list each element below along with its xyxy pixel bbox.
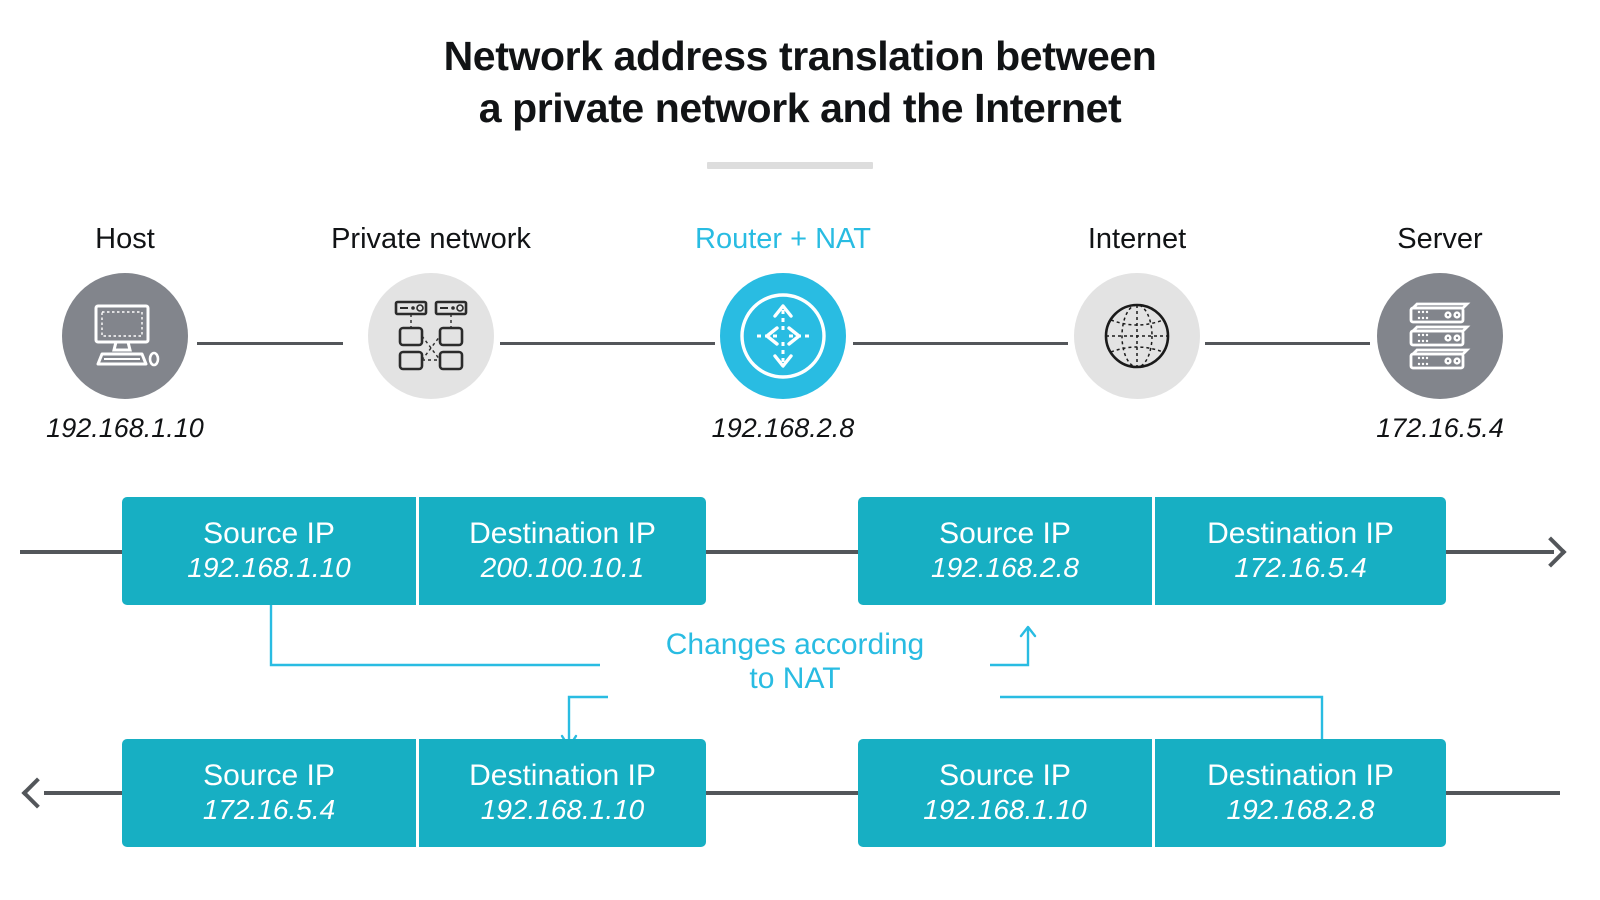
inbound-flow-line-left — [44, 791, 122, 795]
packet-inbound-before-source-cell[interactable]: Source IP 192.168.1.10 — [858, 739, 1152, 847]
node-router-nat-ip: 192.168.2.8 — [711, 413, 855, 443]
packet-outbound-before-source-title: Source IP — [203, 517, 335, 551]
globe-icon — [1104, 303, 1170, 369]
packet-outbound-before-destination-cell[interactable]: Destination IP 200.100.10.1 — [419, 497, 706, 605]
packet-inbound-after-destination-cell[interactable]: Destination IP 192.168.1.10 — [419, 739, 706, 847]
nat-connector-upper-right — [990, 629, 1030, 667]
packet-inbound-after[interactable]: Source IP 172.16.5.4 Destination IP 192.… — [122, 739, 706, 847]
inbound-flow-line-right — [1446, 791, 1560, 795]
node-server-label: Server — [1397, 223, 1483, 255]
desktop-computer-icon — [94, 304, 160, 367]
node-internet-label: Internet — [1087, 223, 1187, 255]
nat-connector-lower-right — [1000, 695, 1324, 750]
page-title-line-2: a private network and the Internet — [478, 85, 1122, 132]
packet-inbound-after-destination-value: 192.168.1.10 — [480, 793, 645, 825]
outbound-flow-arrowhead — [1538, 539, 1564, 565]
packet-outbound-before-source-cell[interactable]: Source IP 192.168.1.10 — [122, 497, 416, 605]
node-router-nat-label: Router + NAT — [695, 223, 871, 255]
outbound-flow-line-left — [20, 550, 122, 554]
packet-inbound-after-source-value: 172.16.5.4 — [202, 793, 336, 825]
packet-outbound-before-destination-title: Destination IP — [469, 517, 656, 551]
outbound-flow-line-middle — [706, 550, 858, 554]
node-private-network-label: Private network — [331, 223, 531, 255]
nat-connector-upper-arrowhead — [1019, 625, 1037, 638]
packet-outbound-before-destination-value: 200.100.10.1 — [480, 551, 645, 583]
packet-outbound-after-source-value: 192.168.2.8 — [931, 551, 1079, 583]
packet-outbound-after[interactable]: Source IP 192.168.2.8 Destination IP 172… — [858, 497, 1446, 605]
outbound-flow-line-right — [1446, 550, 1554, 554]
packet-inbound-before[interactable]: Source IP 192.168.1.10 Destination IP 19… — [858, 739, 1446, 847]
link-private-network-to-router — [500, 342, 715, 345]
nat-connector-lower-left — [567, 695, 608, 743]
router-arrows-icon — [740, 293, 826, 379]
packet-outbound-after-source-cell[interactable]: Source IP 192.168.2.8 — [858, 497, 1152, 605]
packet-outbound-after-destination-cell[interactable]: Destination IP 172.16.5.4 — [1155, 497, 1446, 605]
nat-change-note-line-2: to NAT — [749, 661, 841, 695]
packet-inbound-before-destination-cell[interactable]: Destination IP 192.168.2.8 — [1155, 739, 1446, 847]
page-title-line-1: Network address translation between — [443, 33, 1157, 79]
nat-connector-upper-left — [269, 605, 600, 667]
packet-outbound-after-destination-title: Destination IP — [1207, 517, 1394, 551]
packet-inbound-before-source-title: Source IP — [939, 759, 1071, 793]
packet-inbound-before-source-value: 192.168.1.10 — [923, 793, 1087, 825]
title-divider — [707, 162, 873, 169]
node-internet-circle[interactable] — [1074, 273, 1200, 399]
packet-inbound-before-destination-value: 192.168.2.8 — [1226, 793, 1375, 825]
packet-outbound-after-destination-value: 172.16.5.4 — [1234, 551, 1367, 583]
packet-outbound-before[interactable]: Source IP 192.168.1.10 Destination IP 20… — [122, 497, 706, 605]
link-internet-to-server — [1205, 342, 1370, 345]
packet-inbound-after-destination-title: Destination IP — [469, 759, 656, 793]
node-host-label: Host — [95, 223, 155, 255]
packet-inbound-after-source-title: Source IP — [203, 759, 335, 793]
nat-change-note: Changes according to NAT — [600, 628, 990, 696]
node-host-circle[interactable] — [62, 273, 188, 399]
packet-inbound-after-source-cell[interactable]: Source IP 172.16.5.4 — [122, 739, 416, 847]
node-private-network-circle[interactable] — [368, 273, 494, 399]
network-topology-icon — [394, 300, 468, 371]
packet-outbound-before-source-value: 192.168.1.10 — [187, 551, 351, 583]
packet-inbound-before-destination-title: Destination IP — [1207, 759, 1394, 793]
node-host-ip: 192.168.1.10 — [46, 413, 204, 443]
server-rack-icon — [1409, 302, 1471, 370]
packet-outbound-after-source-title: Source IP — [939, 517, 1071, 551]
node-router-nat-circle[interactable] — [720, 273, 846, 399]
inbound-flow-line-middle — [706, 791, 858, 795]
page-title: Network address translation between a pr… — [0, 30, 1600, 135]
node-server-circle[interactable] — [1377, 273, 1503, 399]
nat-change-connectors — [269, 605, 1324, 750]
link-host-to-private-network — [197, 342, 343, 345]
node-server-ip: 172.16.5.4 — [1376, 413, 1504, 443]
nat-change-note-line-1: Changes according — [665, 628, 925, 661]
link-router-to-internet — [853, 342, 1068, 345]
